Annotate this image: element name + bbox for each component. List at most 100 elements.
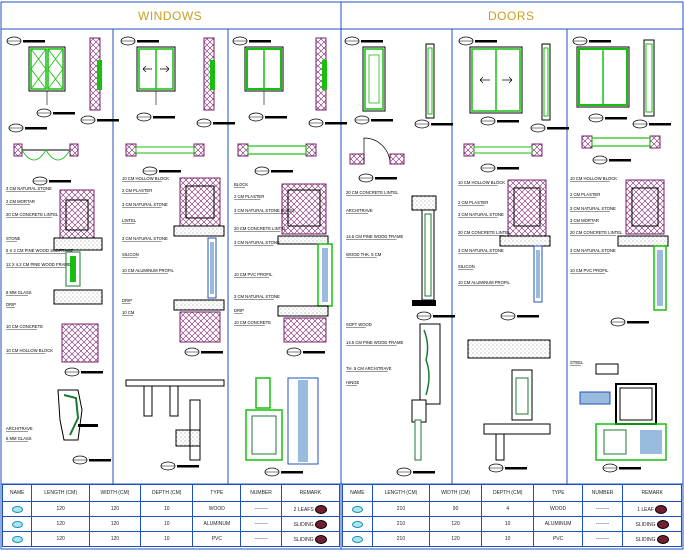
annotation-note: DRIP <box>122 298 132 303</box>
window-marker-icon <box>11 520 23 528</box>
table-header-row: NAME LENGTH (CM) WIDTH (CM) DEPTH (CM) T… <box>1 484 341 502</box>
cell-length: 210 <box>371 516 431 532</box>
cell-width: 120 <box>88 531 142 547</box>
doors-heading: DOORS <box>488 9 535 23</box>
annotation-note: SOFT WOOD <box>346 322 372 327</box>
aluminum-window-detail <box>125 379 225 471</box>
cell-remark: SLIDING <box>635 536 656 543</box>
header-remark: REMARK <box>280 484 341 502</box>
header-number: NUMBER <box>581 484 624 502</box>
annotation-note: STONE <box>6 236 21 241</box>
table-row: 120 120 10 WOOD -------- 2 LEAFS <box>1 501 341 517</box>
door-marker-icon <box>351 505 363 513</box>
wood-door-section <box>396 195 456 477</box>
header-depth: DEPTH (CM) <box>480 484 535 502</box>
cell-length: 120 <box>31 516 90 532</box>
annotation-note: 5 X 2 CM PINE WOOD SUBFRAME <box>6 248 74 253</box>
annotation-note: LINTEL <box>122 218 137 223</box>
annotation-note: 10 CM HOLLOW BLOCK <box>570 176 617 181</box>
pvc-door-elevation <box>572 36 672 129</box>
remark-marker-icon <box>655 504 668 514</box>
wood-window-section <box>53 189 104 377</box>
cell-width: 120 <box>88 516 142 532</box>
header-name: NAME <box>342 484 373 502</box>
cell-width: 120 <box>88 501 142 517</box>
cell-number: -------- <box>240 531 282 547</box>
cell-length: 210 <box>371 531 431 547</box>
pvc-window-plan <box>237 143 317 176</box>
aluminum-door-detail <box>467 339 551 473</box>
pvc-door-detail <box>579 363 667 473</box>
annotation-note: 10 CM HOLLOW BLOCK <box>122 176 169 181</box>
cell-remark: SLIDING <box>635 521 656 528</box>
cell-number: -------- <box>240 501 282 517</box>
header-width: WIDTH (CM) <box>88 484 142 502</box>
cell-remark: 1 LEAF <box>637 506 654 513</box>
annotation-note: DRIP <box>234 308 244 313</box>
annotation-note: TH. 5 CM ARCHITRAVE <box>346 366 392 371</box>
remark-marker-icon <box>315 519 328 529</box>
aluminum-door-section <box>499 179 551 321</box>
aluminum-window-elevation <box>120 36 236 128</box>
cell-length: 210 <box>371 501 431 517</box>
cell-type: WOOD <box>192 501 242 517</box>
cell-remark: SLIDING <box>293 536 314 543</box>
aluminum-window-section <box>173 177 225 357</box>
wood-window-plan <box>8 123 79 186</box>
annotation-note: WOOD THK. 5 CM <box>346 252 382 257</box>
cell-length: 120 <box>31 501 90 517</box>
annotation-note: 20 CM CONCRETE LINTEL <box>234 226 287 231</box>
cell-depth: 10 <box>480 531 535 547</box>
annotation-note: BLOCK <box>234 182 248 187</box>
header-length: LENGTH (CM) <box>371 484 431 502</box>
remark-marker-icon <box>656 519 669 529</box>
cell-remark: SLIDING <box>293 521 314 528</box>
pvc-door-section <box>610 179 669 327</box>
wood-window-detail <box>57 389 112 465</box>
remark-marker-icon <box>315 534 328 544</box>
windows-heading: WINDOWS <box>138 9 203 23</box>
aluminum-door-plan <box>463 143 543 173</box>
cell-type: PVC <box>192 531 242 547</box>
annotation-note: 10 CM PVC PROFIL <box>570 268 609 273</box>
remark-marker-icon <box>656 534 669 544</box>
table-row: 120 120 10 PVC -------- SLIDING <box>1 531 341 547</box>
doors-schedule-table: NAME LENGTH (CM) WIDTH (CM) DEPTH (CM) T… <box>342 484 682 547</box>
header-width: WIDTH (CM) <box>429 484 482 502</box>
annotation-note: 3 CM NATURAL STONE <box>6 186 52 191</box>
annotation-note: 10 CM CONCRETE <box>6 324 43 329</box>
table-row: 210 120 10 ALUMINUM -------- SLIDING <box>342 516 682 532</box>
annotation-note: 10 CM CONCRETE <box>234 320 271 325</box>
annotation-note: 10 CM <box>122 310 135 315</box>
pvc-window-section <box>277 183 333 357</box>
cell-depth: 10 <box>140 501 194 517</box>
header-depth: DEPTH (CM) <box>140 484 194 502</box>
cell-remark: 2 LEAFS <box>293 506 314 513</box>
remark-marker-icon <box>315 504 328 514</box>
annotation-note: 10 CM ALUMINUM PROFIL <box>122 268 175 273</box>
annotation-note: 20 CM CONCRETE LINTEL <box>458 230 511 235</box>
cell-width: 120 <box>429 516 482 532</box>
cell-depth: 10 <box>140 531 194 547</box>
annotation-note: 20 CM CONCRETE LINTEL <box>570 230 623 235</box>
window-marker-icon <box>11 505 23 513</box>
annotation-note: 14.5 CM PINE WOOD FRAME <box>346 340 403 345</box>
door-marker-icon <box>351 520 363 528</box>
aluminum-window-plan <box>125 143 205 176</box>
annotation-note: 20 CM CONCRETE LINTEL <box>6 212 59 217</box>
annotation-note: ARCHITRAVE <box>6 426 33 431</box>
window-marker-icon <box>11 535 23 543</box>
pvc-door-plan <box>581 135 661 165</box>
annotation-note: 3 CM NATURAL STONE <box>570 206 616 211</box>
annotation-note: 2 CM PLASTER <box>234 194 264 199</box>
annotation-note: 20 CM CONCRETE LINTEL <box>346 190 399 195</box>
cell-width: 90 <box>429 501 482 517</box>
annotation-note: SILICON <box>122 252 139 257</box>
header-type: TYPE <box>192 484 242 502</box>
table-row: 210 120 10 PVC -------- SLIDING <box>342 531 682 547</box>
cell-depth: 10 <box>480 516 535 532</box>
table-header-row: NAME LENGTH (CM) WIDTH (CM) DEPTH (CM) T… <box>342 484 682 502</box>
annotation-note: 10 CM HOLLOW BLOCK <box>458 180 505 185</box>
cell-number: -------- <box>581 516 624 532</box>
